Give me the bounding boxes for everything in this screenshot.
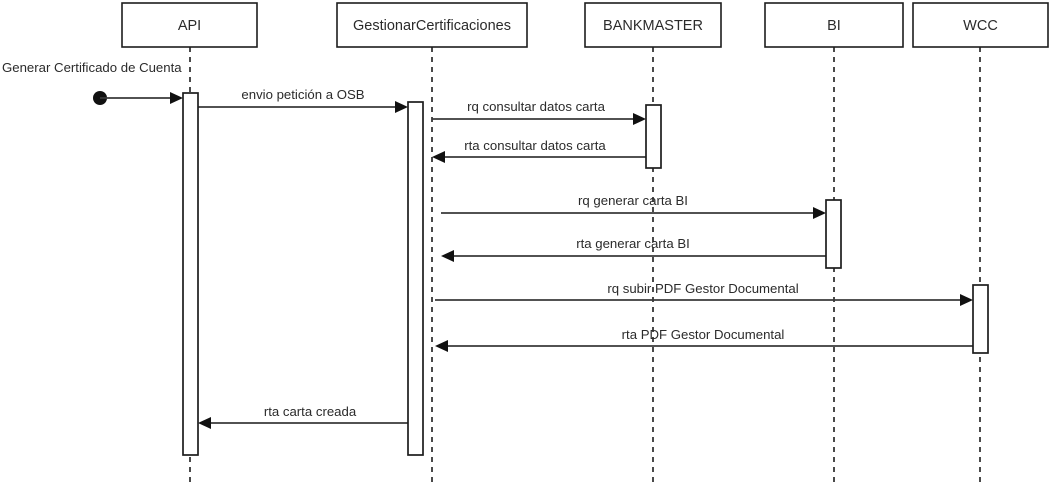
participant-box-bankmaster[interactable] xyxy=(584,2,722,48)
message-label-7: rta PDF Gestor Documental xyxy=(622,327,785,342)
message-arrow-head-3 xyxy=(432,151,445,163)
entry-point-layer xyxy=(93,91,183,105)
activation-bar-api xyxy=(182,92,199,456)
message-arrow-head-7 xyxy=(435,340,448,352)
message-label-6: rq subir PDF Gestor Documental xyxy=(607,281,798,296)
participant-box-gestionar_certificaciones[interactable] xyxy=(336,2,528,48)
message-arrow-head-1 xyxy=(395,101,408,113)
message-arrow-head-4 xyxy=(813,207,826,219)
participant-box-api[interactable] xyxy=(121,2,258,48)
participant-label-bi: BI xyxy=(827,18,841,34)
message-arrow-head-6 xyxy=(960,294,973,306)
participant-box-wcc[interactable] xyxy=(912,2,1049,48)
message-label-4: rq generar carta BI xyxy=(578,193,688,208)
participant-label-bankmaster: BANKMASTER xyxy=(603,18,703,34)
message-label-8: rta carta creada xyxy=(264,404,357,419)
message-label-1: envio petición a OSB xyxy=(241,87,364,102)
lifelines-layer xyxy=(121,2,1049,485)
activation-bar-wcc xyxy=(972,284,989,354)
participant-label-wcc: WCC xyxy=(963,18,998,34)
messages-layer xyxy=(198,101,982,429)
entry-point-label: Generar Certificado de Cuenta xyxy=(2,60,182,75)
activation-bar-bankmaster xyxy=(645,104,662,169)
participant-label-gestionar_certificaciones: GestionarCertificaciones xyxy=(353,18,511,34)
message-label-3: rta consultar datos carta xyxy=(464,138,606,153)
labels-layer: API GestionarCertificaciones BANKMASTER BI W… xyxy=(2,18,998,419)
message-label-2: rq consultar datos carta xyxy=(467,99,605,114)
participant-label-api: API xyxy=(178,18,201,34)
participant-box-bi[interactable] xyxy=(764,2,904,48)
message-arrow-head-5 xyxy=(441,250,454,262)
activation-bar-gestionar_certificaciones xyxy=(407,101,424,456)
activation-bars-layer xyxy=(182,92,989,456)
activation-bar-bi xyxy=(825,199,842,269)
message-label-5: rta generar carta BI xyxy=(576,236,690,251)
message-arrow-head-2 xyxy=(633,113,646,125)
start-point-arrow-head xyxy=(170,92,183,104)
message-arrow-head-8 xyxy=(198,417,211,429)
